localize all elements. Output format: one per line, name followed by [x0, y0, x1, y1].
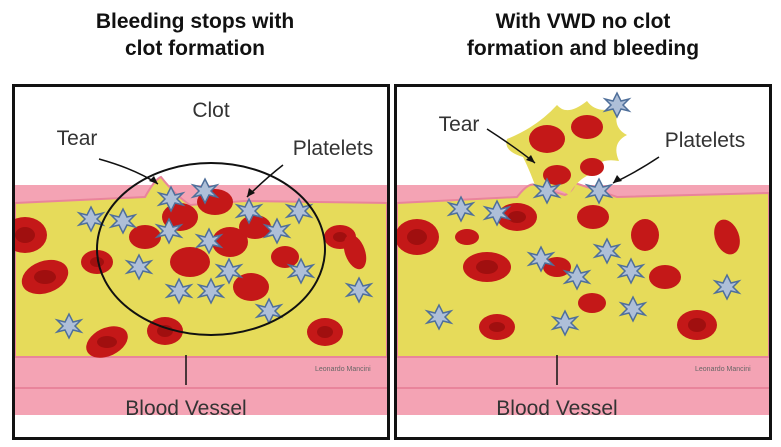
platelets-label: Platelets	[665, 129, 746, 152]
tear-pointer	[98, 158, 159, 185]
vessel-wall-line	[15, 387, 387, 389]
platelets	[424, 91, 742, 337]
red-blood-cells	[397, 115, 740, 340]
blood-vessel-label: Blood Vessel	[125, 397, 246, 420]
right-heading-line-2: formation and bleeding	[466, 37, 700, 60]
blood-vessel-label: Blood Vessel	[496, 397, 617, 420]
right-heading-line-1: With VWD no clot	[495, 10, 671, 33]
left-panel-heading: Bleeding stops with clot formation	[10, 8, 380, 62]
illustrator-credit: Leonardo Mancini	[695, 366, 751, 373]
clot-formation-illustration: Clot Tear Platelets Blood Vessel Leonard…	[15, 99, 387, 420]
left-heading-line-1: Bleeding stops with	[95, 10, 295, 33]
clot-formation-panel: Clot Tear Platelets Blood Vessel Leonard…	[12, 84, 390, 440]
illustrator-credit: Leonardo Mancini	[315, 366, 371, 373]
vessel-wall-line	[397, 387, 769, 389]
tear-label: Tear	[57, 127, 98, 150]
left-heading-line-2: clot formation	[125, 37, 265, 60]
no-clot-panel: Tear Platelets Blood Vessel Leonardo Man…	[394, 84, 772, 440]
no-clot-illustration: Tear Platelets Blood Vessel Leonardo Man…	[397, 91, 769, 420]
clot-label: Clot	[192, 99, 230, 122]
clot-outline	[96, 162, 326, 336]
right-panel-heading: With VWD no clot formation and bleeding	[398, 8, 768, 62]
platelets-label: Platelets	[293, 137, 374, 160]
tear-label: Tear	[439, 113, 480, 136]
platelets	[54, 177, 374, 340]
